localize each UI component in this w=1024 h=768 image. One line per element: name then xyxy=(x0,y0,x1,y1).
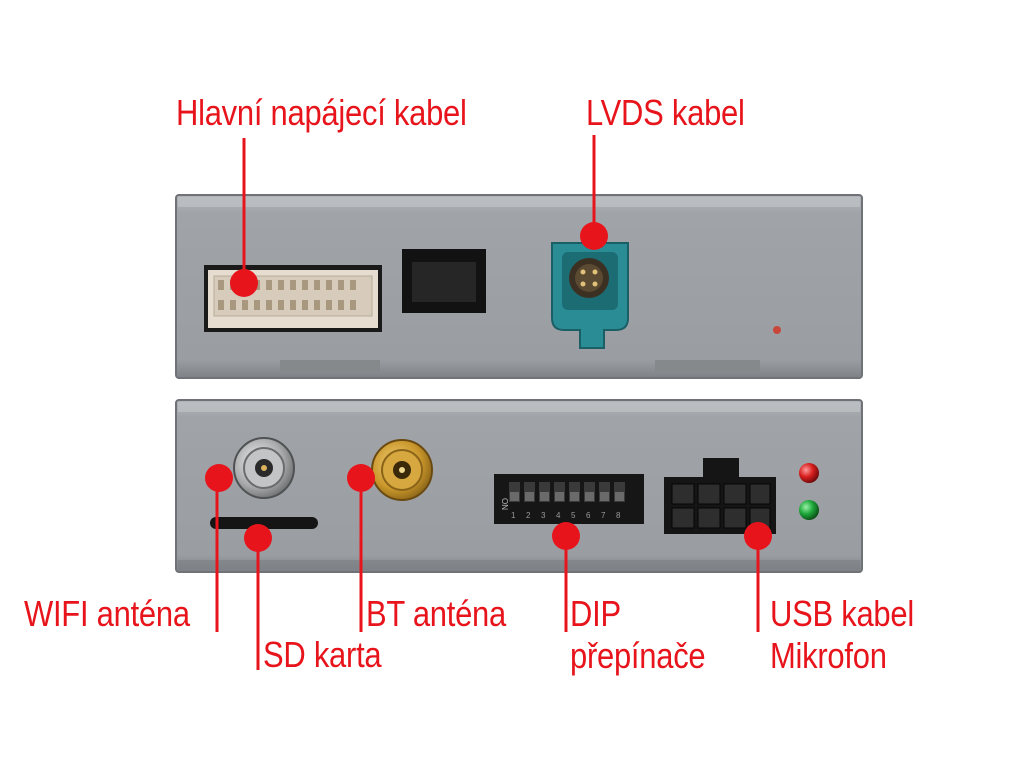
green-led xyxy=(799,500,819,520)
main-power-connector xyxy=(204,265,382,332)
top-unit-housing xyxy=(175,194,863,379)
dot-usb xyxy=(744,522,772,550)
label-main-power-cable: Hlavní napájecí kabel xyxy=(176,92,467,133)
callout-dots xyxy=(205,222,772,552)
label-sd-card: SD karta xyxy=(263,634,382,675)
wifi-antenna-connector xyxy=(233,437,295,499)
status-leds xyxy=(799,463,819,520)
black-port xyxy=(402,249,486,313)
dot-wifi xyxy=(205,464,233,492)
label-dip-line2: přepínače xyxy=(570,635,706,676)
label-wifi-antenna: WIFI anténa xyxy=(24,593,190,634)
label-bt-antenna: BT anténa xyxy=(366,593,506,634)
dip-position-2: 2 xyxy=(526,511,531,520)
callout-leaders xyxy=(215,135,760,670)
dot-bt xyxy=(347,464,375,492)
dot-lvds xyxy=(580,222,608,250)
dot-main-power xyxy=(230,269,258,297)
dot-sd xyxy=(244,524,272,552)
red-led xyxy=(799,463,819,483)
dot-dip xyxy=(552,522,580,550)
dip-position-1: 1 xyxy=(511,511,516,520)
dip-position-7: 7 xyxy=(601,511,606,520)
dip-position-3: 3 xyxy=(541,511,546,520)
label-lvds-cable: LVDS kabel xyxy=(586,92,745,133)
dip-position-5: 5 xyxy=(571,511,576,520)
label-dip-line1: DIP xyxy=(570,593,621,634)
dip-position-4: 4 xyxy=(556,511,561,520)
label-usb-cable: USB kabel xyxy=(770,593,914,634)
dip-on-text: ON xyxy=(500,498,509,510)
dip-switch-block: ON 1 2 3 4 5 6 7 8 xyxy=(494,474,644,524)
dip-position-8: 8 xyxy=(616,511,621,520)
lvds-connector xyxy=(551,242,629,349)
bt-antenna-connector xyxy=(371,439,433,501)
sd-card-slot xyxy=(210,517,318,529)
label-microphone: Mikrofon xyxy=(770,635,887,676)
dip-position-6: 6 xyxy=(586,511,591,520)
